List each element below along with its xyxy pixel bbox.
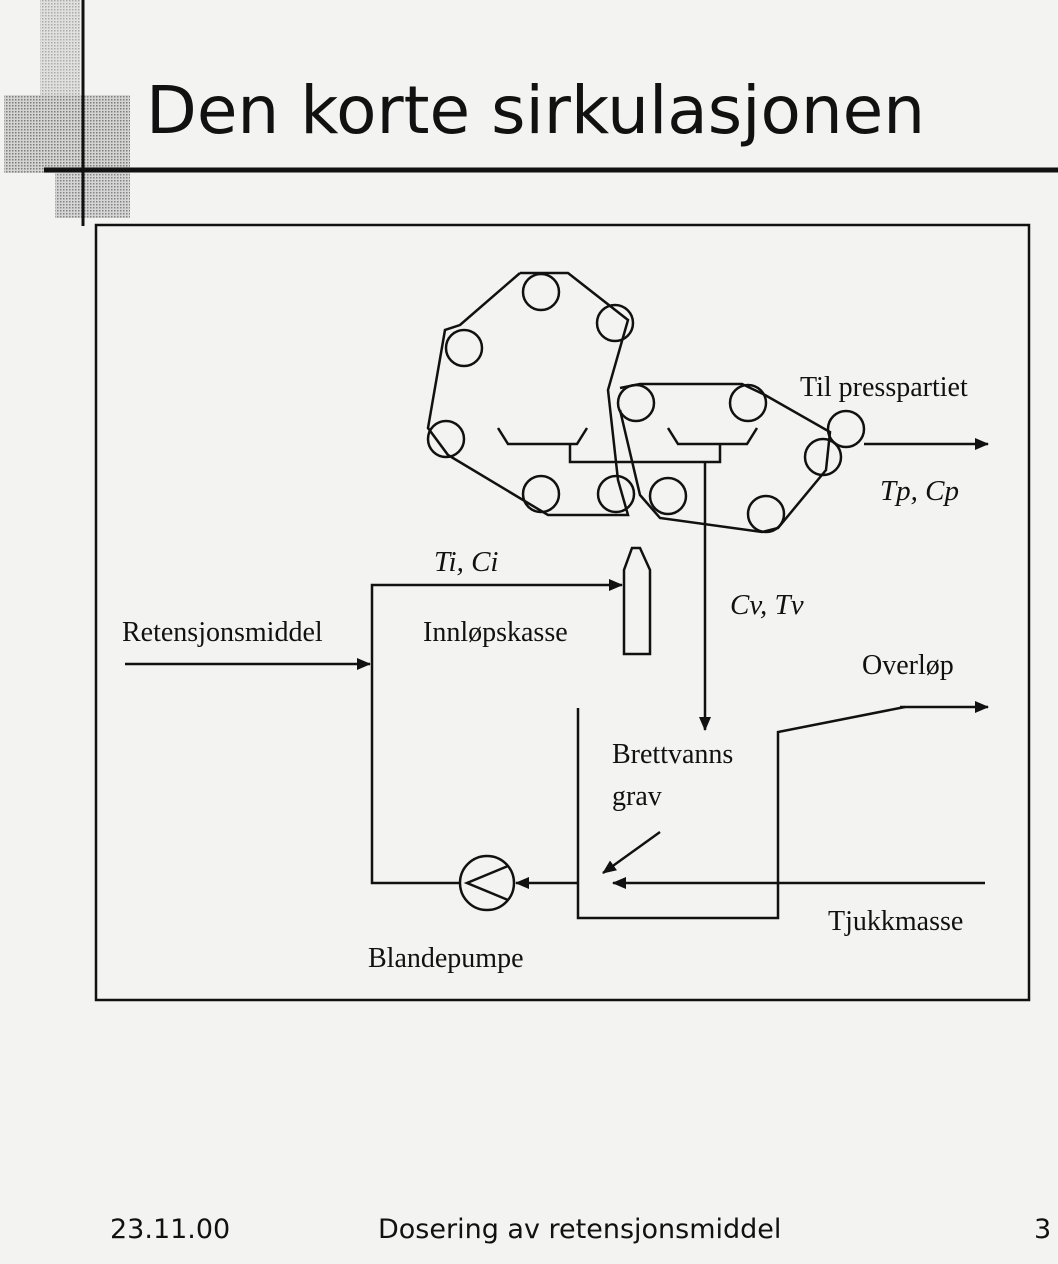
pit-inflow-arrow	[602, 830, 661, 875]
roll	[444, 328, 484, 368]
roll	[426, 419, 466, 459]
roll	[595, 303, 635, 343]
roll	[803, 437, 843, 477]
roll	[521, 474, 561, 514]
footer-date: 23.11.00	[110, 1214, 231, 1245]
headbox	[622, 546, 652, 656]
roll	[826, 409, 866, 449]
label-til-presspartiet: Til presspartiet	[800, 372, 968, 403]
label-retensjonsmiddel: Retensjonsmiddel	[122, 617, 323, 648]
diagram-frame	[94, 223, 1031, 1002]
whitewater-collector	[568, 444, 722, 464]
forming-wire-left	[426, 271, 636, 517]
page-number: 3	[1034, 1214, 1052, 1245]
roll	[596, 474, 636, 514]
label-blandepumpe: Blandepumpe	[368, 943, 524, 974]
label-tjukkmasse: Tjukkmasse	[828, 906, 963, 937]
label-ti-ci: Ti, Ci	[434, 546, 499, 578]
page-title: Den korte sirkulasjonen	[146, 72, 926, 149]
footer-text: Dosering av retensjonsmiddel	[378, 1214, 782, 1245]
label-cv-tv: Cv, Tv	[730, 589, 804, 621]
label-tp-cp: Tp, Cp	[880, 475, 959, 507]
label-overlop: Overløp	[862, 650, 954, 681]
forming-wire-right	[616, 382, 866, 534]
label-grav: grav	[612, 781, 662, 812]
corner-decoration	[4, 0, 130, 226]
headbox-feed-line	[370, 579, 623, 885]
roll	[746, 494, 786, 534]
wire-pit	[576, 705, 906, 920]
roll	[521, 272, 561, 312]
mixing-pump	[458, 854, 516, 912]
label-brettvanns: Brettvanns	[612, 739, 733, 770]
roll	[648, 476, 688, 516]
roll	[616, 383, 656, 423]
roll	[728, 383, 768, 423]
label-innlopskasse: Innløpskasse	[423, 617, 568, 648]
title-underline	[44, 167, 1058, 173]
